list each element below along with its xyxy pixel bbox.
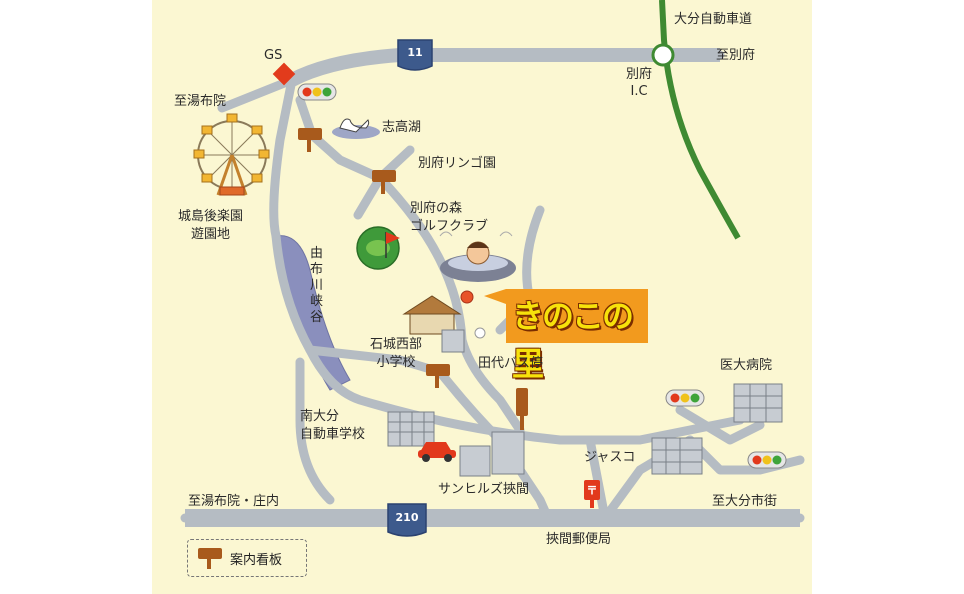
map-background: [152, 0, 812, 594]
traffic-light-icon: [665, 389, 705, 407]
main-road-11: [288, 48, 720, 87]
label-shidaka-lake: 志高湖: [382, 120, 422, 135]
traffic-light-icon: [747, 451, 787, 469]
label-to-yufuin-shonai: 至湯布院・庄内: [188, 494, 280, 509]
signpost-icon: [372, 170, 396, 194]
traffic-light-icon: [297, 83, 337, 101]
label-yufu-gorge: 由布川峡谷: [310, 246, 324, 325]
destination-dot-icon: [460, 290, 474, 304]
label-jojima-park: 城島後楽園 遊園地: [178, 209, 244, 242]
label-beppu-apple: 別府リンゴ園: [418, 156, 497, 171]
label-idai-hospital: 医大病院: [720, 358, 773, 373]
legend-box: [187, 539, 307, 577]
onsen-bath-icon: [439, 231, 516, 282]
label-to-beppu: 至別府: [716, 48, 756, 63]
label-to-yufuin: 至湯布院: [174, 94, 227, 109]
beppu-ic-junction: [651, 43, 675, 67]
label-driving-school: 南大分 自動車学校: [300, 409, 366, 442]
oita-expressway-line: [659, 0, 741, 240]
car-icon: [418, 442, 456, 462]
label-beppu-ic: 別府 I.C: [626, 67, 653, 99]
legend-signpost-icon: [198, 548, 222, 569]
label-hasama-post: 挾間郵便局: [546, 532, 612, 547]
route-11-label: 11: [407, 46, 423, 59]
jasco-building-icon: [651, 437, 703, 475]
route-210-shield-icon: [387, 503, 427, 537]
ferris-wheel-icon: [193, 113, 270, 196]
label-sunhills: サンヒルズ挾間: [438, 482, 530, 497]
driving-school-building-icon: [387, 411, 435, 447]
post-office-mark-icon: 〒: [586, 484, 598, 497]
swan-boat-icon: [332, 118, 380, 139]
label-oita-expressway: 大分自動車道: [674, 12, 753, 27]
route-11-shield-icon: [397, 39, 433, 71]
bus-stop-icon: [474, 327, 486, 339]
signpost-icon: [298, 128, 322, 152]
signpost-icon: [426, 364, 450, 388]
label-jasco: ジャスコ: [584, 450, 636, 465]
label-beppu-forest-golf: 別府の森 ゴルフクラブ: [410, 201, 489, 234]
school-building-icon: [441, 329, 465, 353]
kinoko-no-sato-logo: きのこの里: [512, 297, 634, 383]
house-icon: [402, 295, 462, 335]
golf-green-icon: [356, 226, 400, 270]
signpost-icon: [516, 388, 528, 430]
label-gs: GS: [264, 48, 283, 63]
label-to-oita-city: 至大分市街: [712, 494, 778, 509]
hospital-building-icon: [733, 383, 783, 423]
route-210-label: 210: [395, 511, 419, 524]
gas-station-marker-icon: [272, 62, 296, 86]
legend-label: 案内看板: [230, 553, 283, 568]
label-ishiki-school: 石城西部 小学校: [370, 337, 423, 370]
post-office-icon: [584, 480, 600, 508]
label-tashiro-bus: 田代バス停: [478, 356, 544, 371]
sunhills-building-icon: [459, 431, 525, 477]
kinoko-no-sato-logo-bg: [484, 289, 648, 343]
